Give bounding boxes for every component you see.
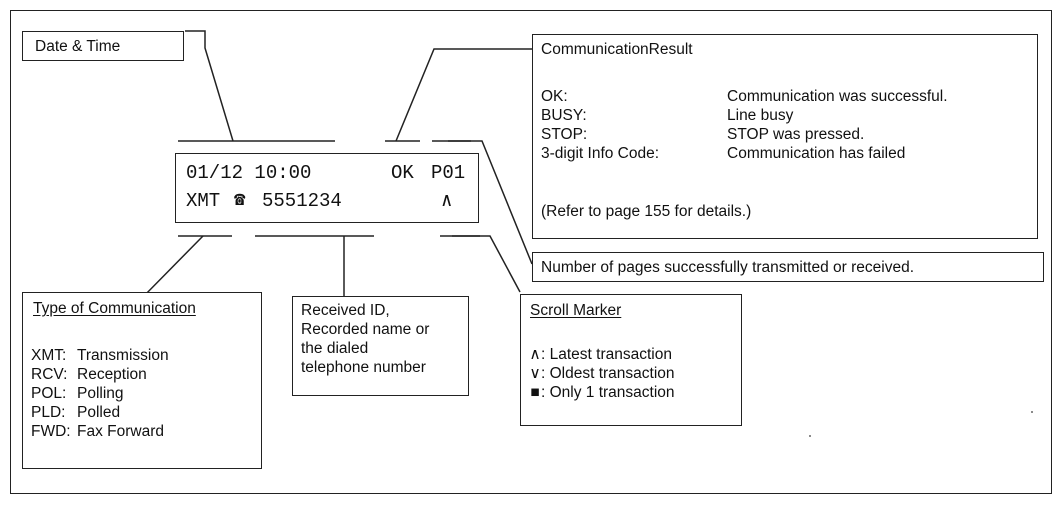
lcd-pages: P01 [431, 162, 466, 184]
type-item: FWD:Fax Forward [31, 423, 164, 440]
result-item: OK:Communication was successful. [541, 88, 948, 105]
type-list: XMT:Transmission RCV:Reception POL:Polli… [31, 346, 169, 441]
type-of-communication-box: Type of Communication XMT:Transmission R… [22, 292, 262, 469]
scroll-marker-title: Scroll Marker [530, 302, 622, 319]
diagram-frame [10, 10, 1052, 494]
scroll-item: ∧ : Latest transaction [529, 346, 672, 363]
lcd-scroll-marker: ∧ [441, 190, 453, 212]
result-item: BUSY:Line busy [541, 107, 794, 124]
type-item: RCV:Reception [31, 366, 147, 383]
date-time-box: Date & Time [22, 31, 184, 61]
lcd-type: XMT [186, 190, 221, 212]
received-id-text: Received ID, Recorded name or the dialed… [301, 302, 430, 376]
pages-leader [448, 140, 533, 265]
date-time-title: Date & Time [35, 38, 121, 55]
scroll-item: ∨ : Oldest transaction [529, 365, 675, 382]
communication-result-list: OK:Communication was successful. BUSY:Li… [541, 87, 948, 163]
received-id-box: Received ID, Recorded name or the dialed… [292, 296, 469, 396]
communication-result-title: CommunicationResult [541, 41, 693, 58]
result-item: 3-digit Info Code:Communication has fail… [541, 145, 906, 162]
type-title: Type of Communication [33, 300, 196, 317]
lcd-number: 5551234 [262, 190, 342, 212]
up-caret-icon: ∧ [529, 346, 541, 363]
square-marker-icon: ■ [530, 384, 540, 401]
scroll-leader [452, 235, 521, 293]
scroll-marker-box: Scroll Marker ∧ : Latest transaction ∨ :… [520, 294, 742, 426]
date-time-leader [185, 30, 234, 142]
lcd-display: 01/12 10:00 OK P01 XMT ☎ 5551234 ∧ [175, 153, 479, 223]
result-item: STOP:STOP was pressed. [541, 126, 865, 143]
lcd-result: OK [391, 162, 414, 184]
scroll-item: ■ : Only 1 transaction [530, 384, 675, 401]
result-leader [395, 48, 532, 142]
scroll-marker-list: ∧ : Latest transaction ∨ : Oldest transa… [529, 345, 675, 402]
phone-icon: ☎ [234, 189, 246, 211]
type-item: POL:Polling [31, 385, 124, 402]
lcd-date-time: 01/12 10:00 [186, 162, 312, 184]
communication-result-box: CommunicationResult OK:Communication was… [532, 34, 1038, 239]
type-item: XMT:Transmission [31, 347, 169, 364]
pages-box: Number of pages successfully transmitted… [532, 252, 1044, 282]
communication-result-note: (Refer to page 155 for details.) [541, 203, 752, 220]
pages-text: Number of pages successfully transmitted… [541, 259, 915, 276]
down-caret-icon: ∨ [529, 365, 541, 382]
type-item: PLD:Polled [31, 404, 121, 421]
